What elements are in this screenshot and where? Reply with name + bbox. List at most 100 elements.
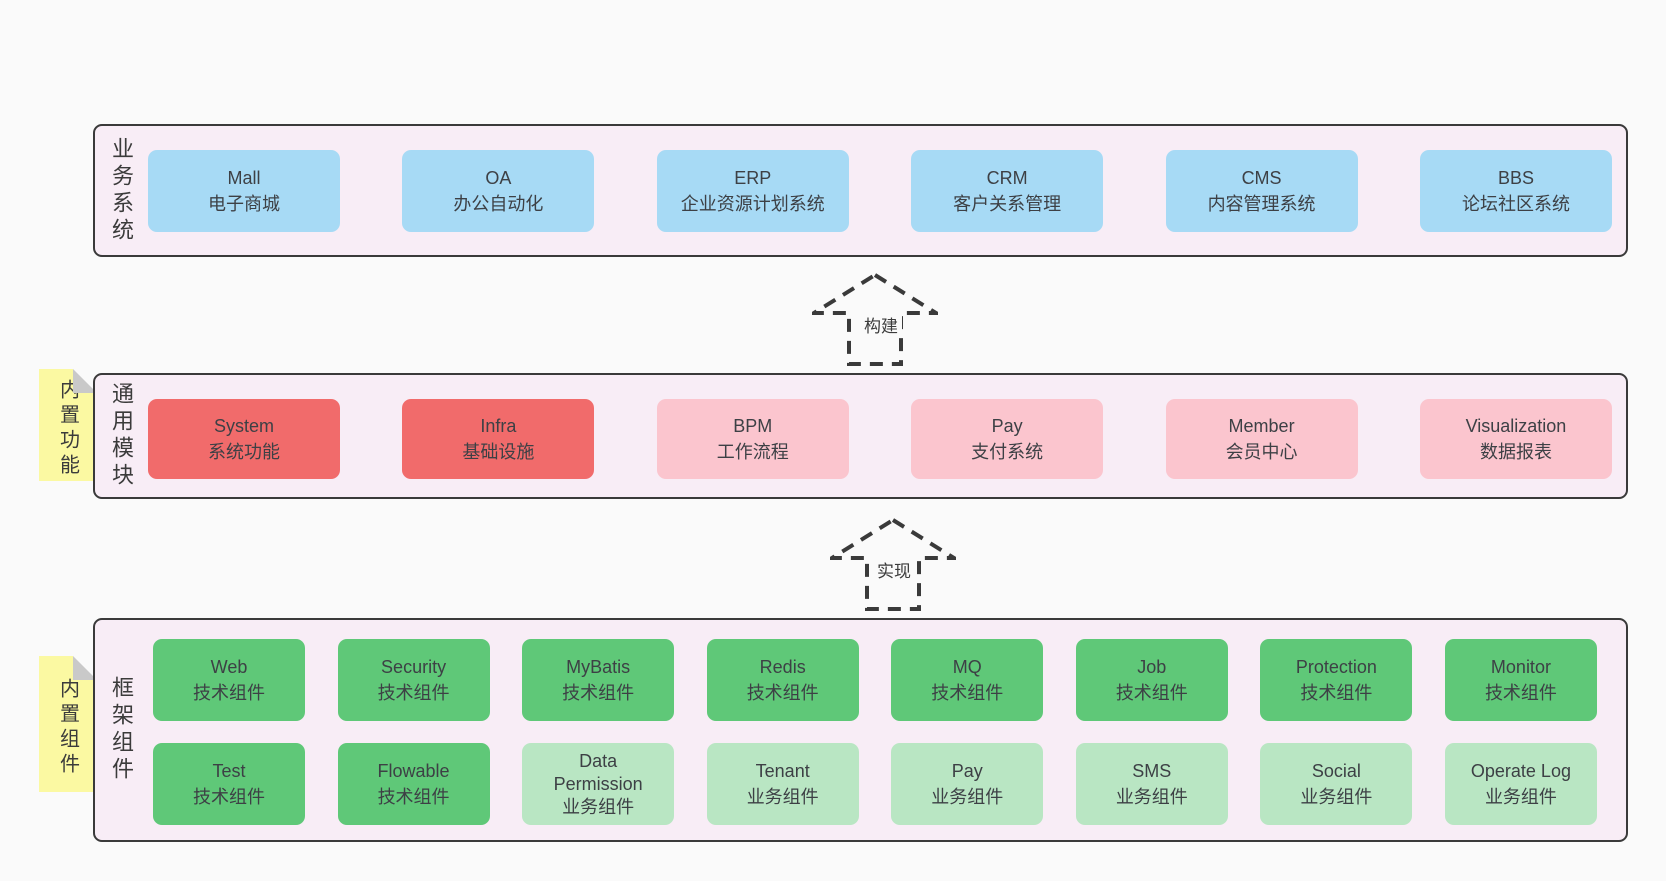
box-desc: 技术组件 — [193, 683, 265, 703]
box-name: Operate Log — [1470, 761, 1571, 781]
box-name: Pay — [951, 761, 983, 781]
box-data-permission: Data Permission 业务组件 — [522, 743, 675, 825]
box-name: BBS — [1497, 168, 1534, 188]
framework-components-row-1: Web 技术组件 Security 技术组件 MyBatis 技术组件 Redi… — [153, 639, 1597, 721]
box-name: Pay — [991, 416, 1023, 436]
box-name: System — [213, 416, 274, 436]
box-name: Mall — [227, 168, 261, 188]
box-job: Job 技术组件 — [1075, 639, 1228, 721]
box-desc: 技术组件 — [931, 683, 1004, 703]
box-flowable: Flowable 技术组件 — [337, 743, 490, 825]
framework-components-section: 框架组件 Web 技术组件 Security 技术组件 MyBatis 技术组件… — [93, 618, 1628, 842]
box-desc: 业务组件 — [1115, 787, 1188, 807]
box-desc: 基础设施 — [462, 442, 535, 462]
box-desc: 技术组件 — [377, 787, 450, 807]
box-desc: 技术组件 — [193, 787, 265, 807]
box-infra: Infra 基础设施 — [402, 399, 595, 479]
box-desc: 企业资源计划系统 — [680, 194, 825, 214]
box-bpm: BPM 工作流程 — [656, 399, 849, 479]
business-systems-label: 业务系统 — [109, 136, 134, 245]
common-modules-label: 通用模块 — [109, 382, 134, 490]
box-social: Social 业务组件 — [1260, 743, 1413, 825]
box-visualization: Visualization 数据报表 — [1419, 399, 1612, 479]
common-modules-section: 通用模块 System 系统功能 Infra 基础设施 BPM 工作流程 Pay… — [93, 373, 1628, 499]
business-systems-row: Mall 电子商城 OA 办公自动化 ERP 企业资源计划系统 CRM 客户关系… — [148, 150, 1612, 232]
box-name: Tenant — [755, 761, 810, 781]
box-name: Redis — [759, 657, 806, 677]
box-desc: 支付系统 — [971, 442, 1044, 462]
implement-arrow-icon — [830, 518, 956, 611]
box-system: System 系统功能 — [148, 399, 340, 479]
box-desc: 技术组件 — [562, 683, 635, 703]
business-systems-section: 业务系统 Mall 电子商城 OA 办公自动化 ERP 企业资源计划系统 CRM… — [93, 124, 1628, 257]
box-desc: 业务组件 — [746, 787, 819, 807]
box-erp: ERP 企业资源计划系统 — [656, 150, 849, 232]
box-security: Security 技术组件 — [337, 639, 490, 721]
box-redis: Redis 技术组件 — [706, 639, 859, 721]
build-arrow-label: 构建 — [860, 311, 902, 338]
box-oa: OA 办公自动化 — [402, 150, 595, 232]
box-desc: 工作流程 — [716, 442, 789, 462]
box-pay-component: Pay 业务组件 — [891, 743, 1044, 825]
box-name: OA — [485, 168, 512, 188]
box-desc: 客户关系管理 — [953, 194, 1062, 214]
framework-components-row-2: Test 技术组件 Flowable 技术组件 Data Permission … — [153, 743, 1597, 825]
box-name: Visualization — [1465, 416, 1567, 436]
box-pay-system: Pay 支付系统 — [911, 399, 1104, 479]
box-crm: CRM 客户关系管理 — [911, 150, 1104, 232]
box-protection: Protection 技术组件 — [1260, 639, 1413, 721]
box-desc: 技术组件 — [1484, 683, 1557, 703]
box-member: Member 会员中心 — [1165, 399, 1358, 479]
box-name: CMS — [1241, 168, 1282, 188]
box-name: Test — [212, 761, 246, 781]
box-mybatis: MyBatis 技术组件 — [522, 639, 675, 721]
box-test: Test 技术组件 — [153, 743, 305, 825]
box-cms: CMS 内容管理系统 — [1165, 150, 1358, 232]
box-desc: 电子商城 — [208, 194, 280, 214]
box-desc: 技术组件 — [377, 683, 450, 703]
box-name: MyBatis — [566, 657, 631, 677]
box-name: Data Permission — [553, 750, 643, 794]
box-name: ERP — [734, 168, 772, 188]
box-name: BPM — [733, 416, 773, 436]
box-desc: 业务组件 — [931, 787, 1004, 807]
implement-arrow-label: 实现 — [873, 556, 915, 583]
box-operate-log: Operate Log 业务组件 — [1444, 743, 1597, 825]
box-name: Web — [210, 657, 248, 677]
box-monitor: Monitor 技术组件 — [1444, 639, 1597, 721]
box-desc: 数据报表 — [1479, 442, 1552, 462]
box-name: MQ — [952, 657, 982, 677]
box-name: Social — [1311, 761, 1361, 781]
box-desc: 内容管理系统 — [1207, 194, 1316, 214]
box-desc: 技术组件 — [1300, 683, 1373, 703]
box-name: Protection — [1295, 657, 1377, 677]
box-name: CRM — [986, 168, 1028, 188]
built-in-features-sticky: 内置功能 — [39, 369, 97, 481]
box-name: Infra — [480, 416, 517, 436]
box-desc: 技术组件 — [1115, 683, 1188, 703]
box-name: Monitor — [1490, 657, 1551, 677]
box-desc: 办公自动化 — [453, 194, 544, 214]
build-arrow-icon — [812, 273, 938, 366]
built-in-components-sticky: 内置组件 — [39, 656, 97, 792]
box-desc: 论坛社区系统 — [1461, 194, 1570, 214]
box-sms: SMS 业务组件 — [1075, 743, 1228, 825]
box-desc: 业务组件 — [1484, 787, 1557, 807]
box-desc: 业务组件 — [1300, 787, 1373, 807]
common-modules-row: System 系统功能 Infra 基础设施 BPM 工作流程 Pay 支付系统… — [148, 399, 1612, 479]
built-in-components-label: 内置组件 — [56, 678, 79, 778]
box-name: Flowable — [377, 761, 450, 781]
box-desc: 会员中心 — [1225, 442, 1298, 462]
box-name: SMS — [1132, 761, 1172, 781]
box-tenant: Tenant 业务组件 — [706, 743, 859, 825]
box-desc: 系统功能 — [208, 442, 280, 462]
framework-components-label: 框架组件 — [109, 676, 134, 784]
box-bbs: BBS 论坛社区系统 — [1419, 150, 1612, 232]
box-name: Member — [1228, 416, 1295, 436]
box-web: Web 技术组件 — [153, 639, 305, 721]
box-name: Job — [1137, 657, 1167, 677]
box-mall: Mall 电子商城 — [148, 150, 340, 232]
box-name: Security — [381, 657, 447, 677]
box-desc: 技术组件 — [746, 683, 819, 703]
